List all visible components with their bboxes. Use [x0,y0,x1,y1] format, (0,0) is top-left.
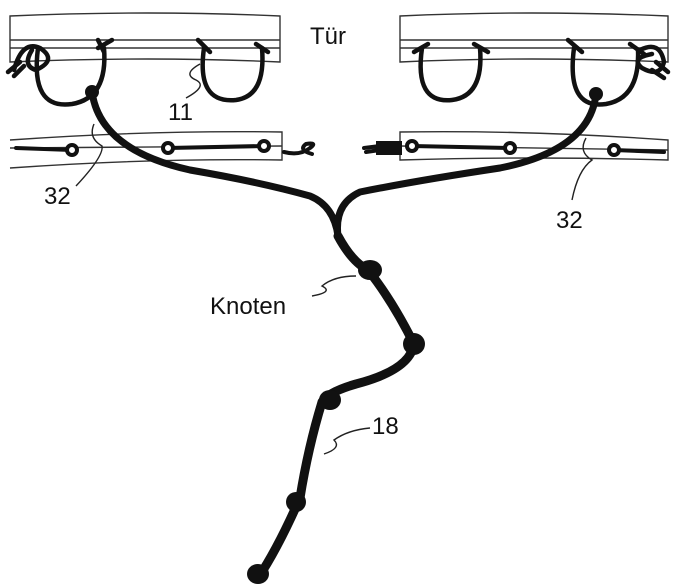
handle-loops-right [411,37,671,107]
knot-6 [286,492,306,512]
door-rail-left [9,12,281,63]
knot-7 [247,564,269,584]
door-rail-right [399,12,669,63]
label-part-11: 11 [168,99,193,126]
knot-1 [85,85,99,99]
label-knot: Knoten [210,293,286,320]
label-strap-32-right: 32 [556,207,583,234]
strap-right-fittings [362,139,666,157]
handle-loops-left [5,37,271,107]
knot-5 [319,390,341,410]
knot-4 [403,333,425,355]
knot-markers [85,85,603,584]
leader-knoten [311,275,357,297]
leader-lines [75,63,594,455]
strap-left-fittings [14,139,316,157]
leader-18 [323,427,371,455]
leader-32-left [75,123,103,187]
leader-32-right [571,137,594,201]
label-strap-32-left: 32 [44,183,71,210]
label-door: Tür [310,23,346,50]
leader-11 [185,63,201,99]
label-rope-18: 18 [372,413,399,440]
knot-3 [358,260,382,280]
knot-2 [589,87,603,101]
rope-18 [88,88,600,583]
